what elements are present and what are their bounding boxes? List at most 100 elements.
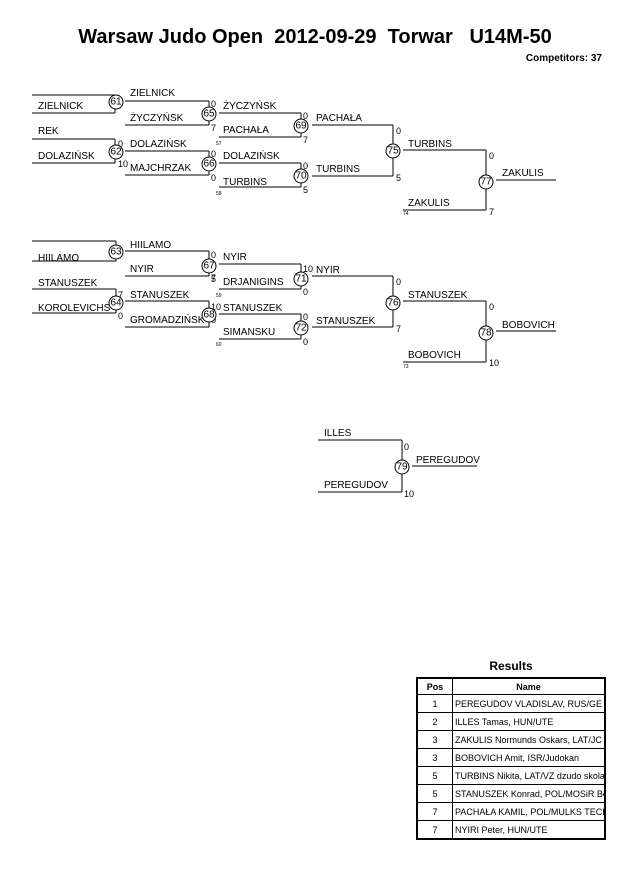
competitor-name: TURBINS (316, 164, 360, 175)
competitor-name: KOROLEVICHS (38, 303, 111, 314)
match-node: 66 (201, 156, 217, 172)
competitor-name: ŻYCZYŃSK (130, 111, 184, 124)
match-node: 65 (201, 106, 217, 122)
result-pos: 2 (416, 712, 453, 731)
match-node: 70 (293, 168, 309, 184)
result-pos: 1 (416, 694, 453, 713)
competitor-name: PEREGUDOV (416, 455, 480, 466)
reference-number: 57 (216, 141, 222, 147)
match-score: 7 (211, 123, 216, 133)
match-node: 76 (385, 295, 401, 311)
reference-number: 59 (216, 293, 222, 299)
match-score: 10 (118, 159, 128, 169)
competitor-name: ILLES (324, 428, 352, 439)
bracket-diagram: ZIELNICK REK DOLAZIŃSK ZIELNICK ŻYCZYŃSK… (32, 88, 556, 499)
competitor-name: SIMANSKU (223, 327, 275, 338)
match-number: 79 (396, 462, 408, 473)
competitor-name: ZAKULIS (408, 198, 450, 209)
match-score: 5 (396, 173, 401, 183)
competitor-name: DRJANIGINS (223, 277, 284, 288)
match-number: 72 (295, 323, 307, 334)
match-score: 10 (303, 264, 313, 274)
competitor-name: TURBINS (223, 177, 267, 188)
competitor-name: ZIELNICK (130, 88, 175, 99)
competitor-name: TURBINS (408, 139, 452, 150)
result-name: TURBINS Nikita, LAT/VZ dzudo skola (452, 766, 606, 785)
match-number: 61 (110, 97, 122, 108)
match-number: 69 (295, 121, 307, 132)
match-node: 71 (293, 271, 309, 287)
result-name: ZAKULIS Normunds Oskars, LAT/JC (452, 730, 606, 749)
match-node: 69 (293, 118, 309, 134)
match-number: 62 (110, 147, 122, 158)
match-number: 77 (480, 177, 492, 188)
reference-number: 73 (403, 364, 409, 370)
page-title: Warsaw Judo Open 2012-09-29 Torwar U14M-… (78, 26, 552, 48)
competitor-name: BOBOVICH (502, 320, 555, 331)
competitor-name: HIILAMO (38, 253, 79, 264)
competitor-name: STANUSZEK (408, 290, 468, 301)
competitor-name: PACHAŁA (223, 125, 269, 136)
match-number: 76 (387, 298, 399, 309)
pos-header: Pos (416, 677, 453, 695)
result-pos: 3 (416, 730, 453, 749)
match-score: 0 (303, 312, 308, 322)
match-score: 5 (211, 274, 216, 284)
match-score: 10 (489, 358, 499, 368)
competitor-name: ZIELNICK (38, 101, 83, 112)
result-pos: 5 (416, 766, 453, 785)
competitor-name: NYIR (130, 264, 154, 275)
match-score: 7 (396, 324, 401, 334)
competitor-name: NYIR (223, 252, 247, 263)
match-number: 78 (480, 328, 492, 339)
match-score: 0 (118, 311, 123, 321)
match-node: 63 (108, 244, 124, 260)
match-number: 71 (295, 274, 307, 285)
match-score: 0 (404, 442, 409, 452)
match-score: 10 (404, 489, 414, 499)
match-score: 0 (303, 337, 308, 347)
competitor-name: GROMADZIŃSK (130, 313, 205, 326)
reference-number: 58 (216, 191, 222, 197)
results-title: Results (489, 659, 533, 673)
reference-number: 74 (403, 211, 409, 217)
results-header-row: Pos Name (416, 677, 606, 695)
competitor-name: ŻYCZYŃSK (223, 99, 277, 112)
match-score: 0 (211, 99, 216, 109)
result-name: NYIRI Peter, HUN/UTE (452, 820, 606, 840)
match-node: 79 (394, 459, 410, 475)
result-pos: 7 (416, 802, 453, 821)
competitor-name: PACHAŁA (316, 113, 362, 124)
match-score: 0 (489, 302, 494, 312)
result-pos: 7 (416, 820, 453, 840)
result-name: PEREGUDOV VLADISLAV, RUS/GE (452, 694, 606, 713)
competitor-name: STANUSZEK (38, 278, 98, 289)
name-header: Name (452, 677, 606, 695)
match-score: 7 (303, 135, 308, 145)
match-score: 0 (303, 287, 308, 297)
result-pos: 3 (416, 748, 453, 767)
competitor-name: DOLAZIŃSK (130, 137, 187, 150)
competitor-name: ZAKULIS (502, 168, 544, 179)
match-number: 63 (110, 247, 122, 258)
match-number: 64 (110, 298, 122, 309)
match-score: 5 (303, 185, 308, 195)
match-number: 67 (203, 261, 215, 272)
match-number: 70 (295, 171, 307, 182)
competitors-count: Competitors: 37 (525, 53, 602, 64)
competitor-name: DOLAZIŃSK (223, 149, 280, 162)
match-node: 61 (108, 94, 124, 110)
match-score: 0 (489, 151, 494, 161)
match-node: 77 (478, 174, 494, 190)
result-pos: 5 (416, 784, 453, 803)
match-score: 7 (489, 207, 494, 217)
match-score: 7 (211, 273, 216, 283)
match-score: 0 (211, 149, 216, 159)
competitor-name: NYIR (316, 265, 340, 276)
